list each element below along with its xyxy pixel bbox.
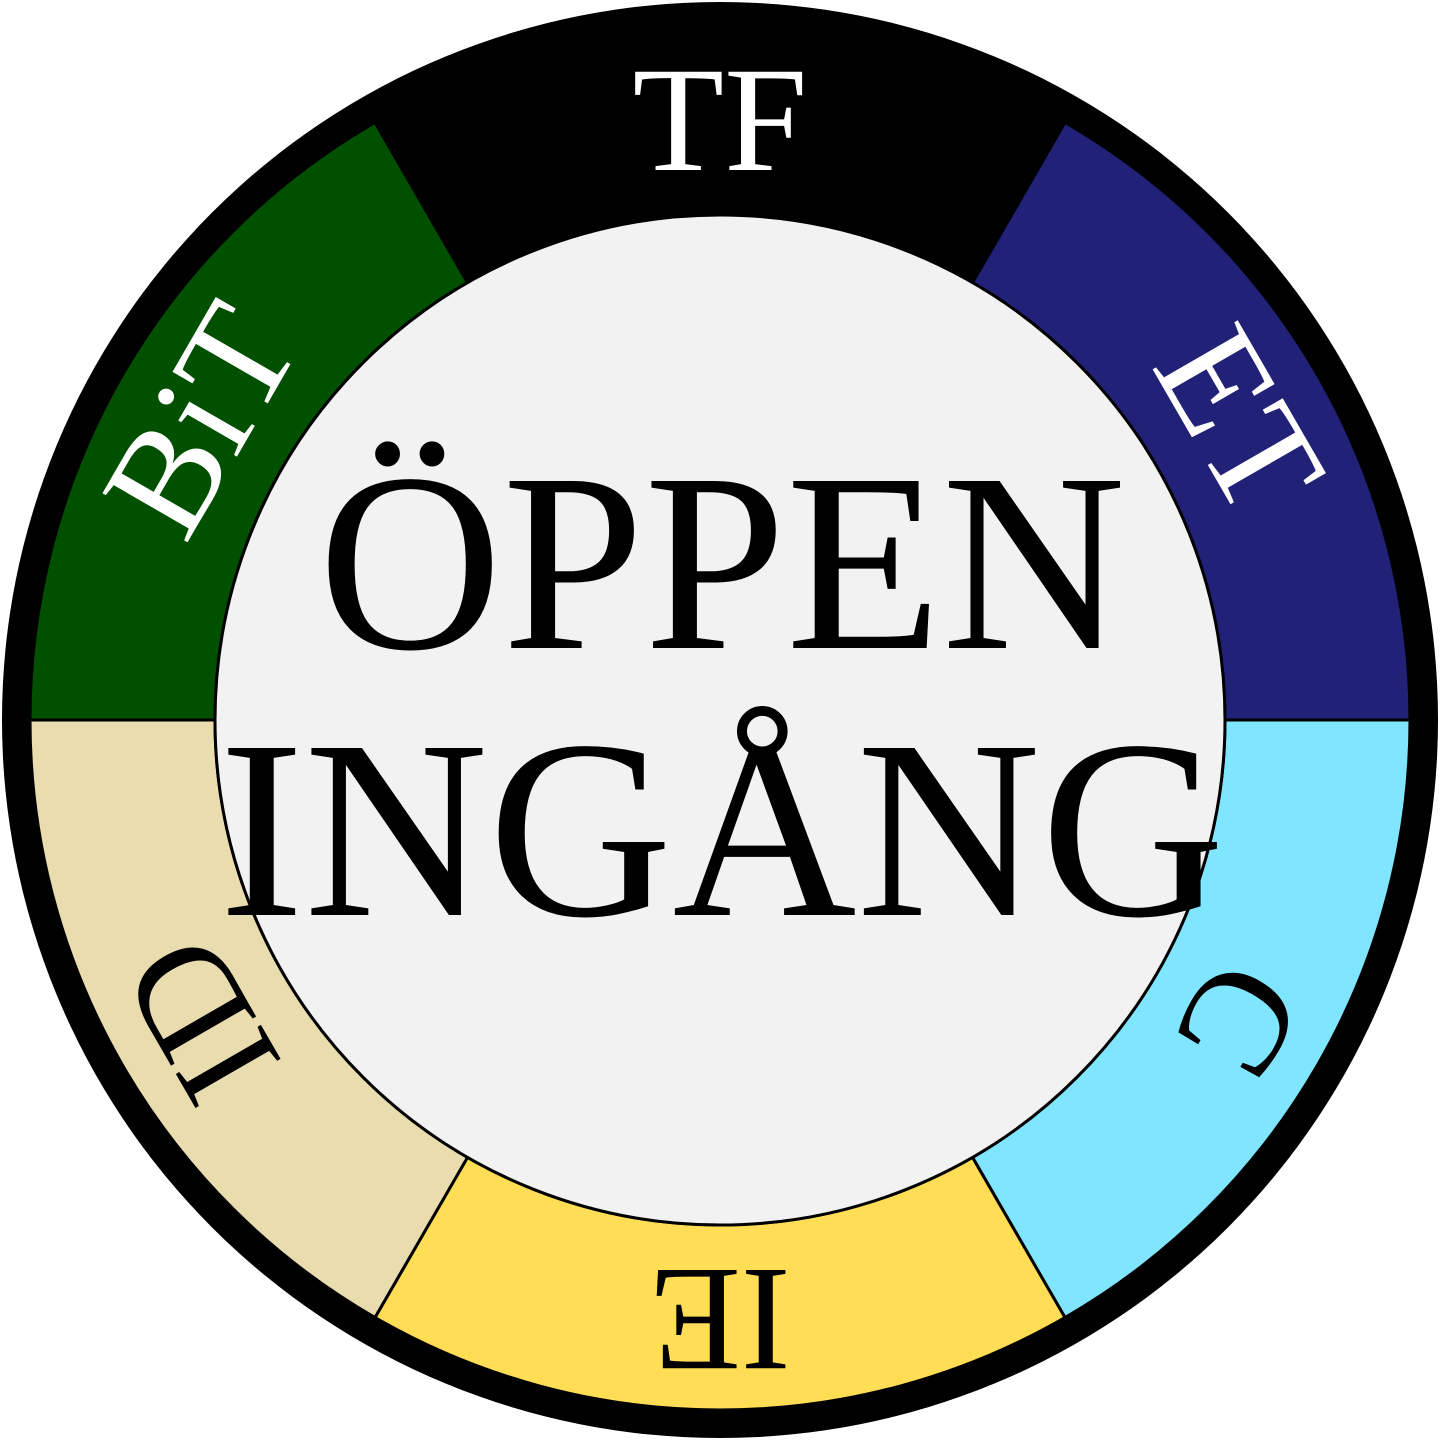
segment-label-ie: IE <box>649 1237 791 1403</box>
title-line-2: INGÅNG <box>219 689 1225 971</box>
center-disc <box>213 213 1227 1227</box>
title-line-1: ÖPPEN <box>318 422 1126 704</box>
segment-label-tf: TF <box>632 37 807 203</box>
